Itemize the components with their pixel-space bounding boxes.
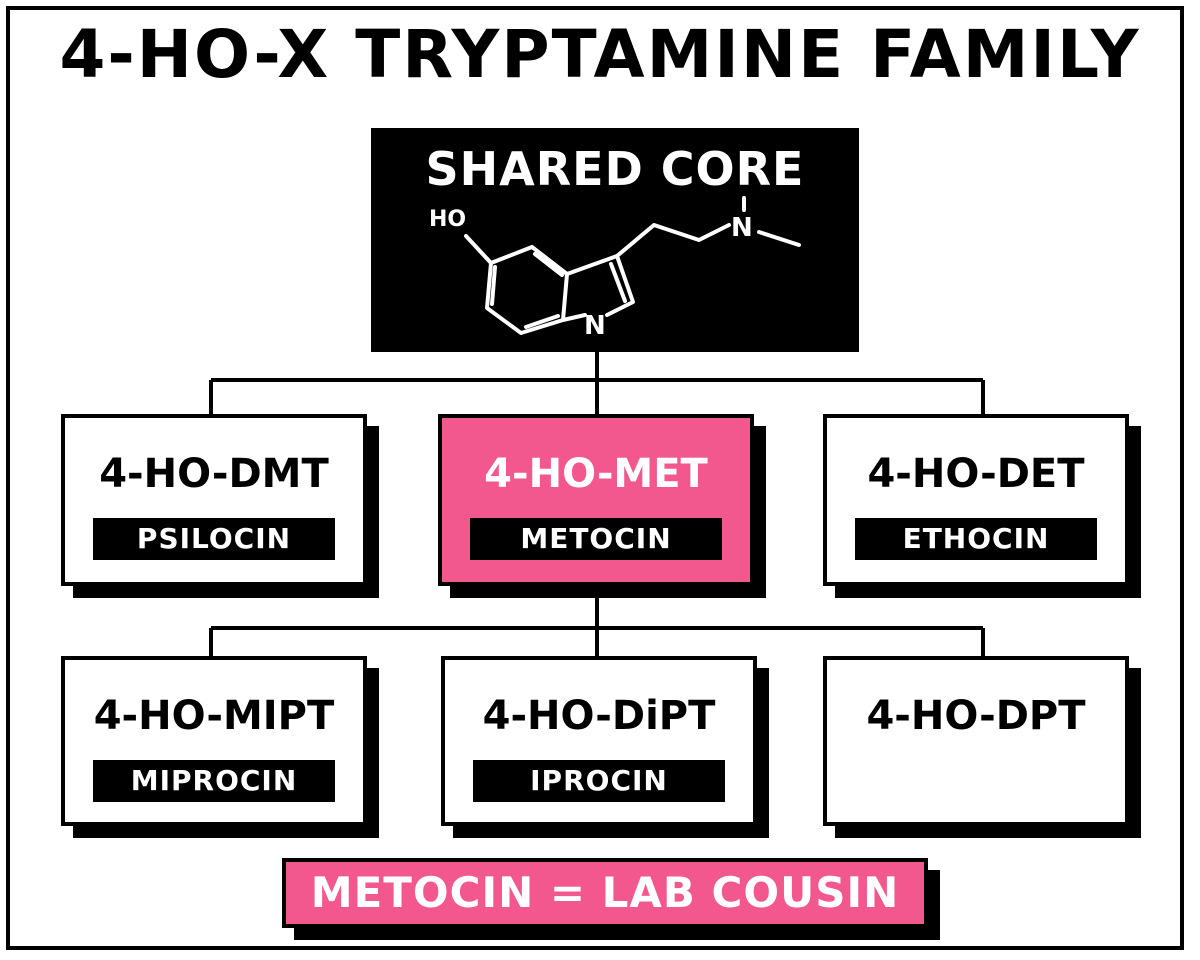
compound-name: 4-HO-DiPT [482, 693, 716, 739]
benzene-double-bond-2 [524, 314, 560, 329]
compound-name: 4-HO-MIPT [93, 693, 335, 739]
amine-label: N [731, 213, 753, 243]
compound-name: 4-HO-DET [867, 451, 1085, 497]
card-4-ho-met: 4-HO-MET METOCIN [438, 414, 754, 586]
hydroxyl-bond [464, 234, 493, 265]
common-name-tag: ETHOCIN [855, 518, 1097, 560]
footer-banner: METOCIN = LAB COUSIN [282, 858, 928, 928]
common-name-tag: METOCIN [470, 518, 722, 560]
card-4-ho-dipt: 4-HO-DiPT IPROCIN [441, 656, 757, 826]
common-name-tag: MIPROCIN [93, 760, 335, 802]
common-name-tag: IPROCIN [473, 760, 725, 802]
pyrrole-double-bond [609, 262, 627, 303]
pyrrole-ring [565, 254, 635, 317]
compound-name: 4-HO-DMT [99, 451, 329, 497]
methyl-bond-right [757, 230, 801, 247]
compound-name: 4-HO-MET [484, 451, 708, 497]
hydroxyl-label: HO [429, 207, 466, 232]
common-name-tag: PSILOCIN [93, 518, 335, 560]
card-4-ho-mipt: 4-HO-MIPT MIPROCIN [61, 656, 367, 826]
card-4-ho-dpt: 4-HO-DPT [823, 656, 1129, 826]
benzene-double-bond-3 [533, 252, 564, 277]
compound-name: 4-HO-DPT [866, 693, 1086, 739]
shared-core-label: SHARED CORE [425, 142, 805, 196]
ethylamine-chain [615, 223, 731, 258]
benzene-double-bond-1 [490, 265, 497, 306]
card-4-ho-dmt: 4-HO-DMT PSILOCIN [61, 414, 367, 586]
shared-core-box: SHARED CORE HO N N [371, 128, 859, 352]
benzene-ring [485, 245, 569, 335]
pyrrole-bond [561, 313, 587, 322]
indole-nitrogen-label: N [584, 311, 606, 341]
card-4-ho-det: 4-HO-DET ETHOCIN [823, 414, 1129, 586]
diagram-title: 4-HO-X TRYPTAMINE FAMILY [59, 16, 1141, 93]
tryptamine-structure: HO N N [429, 196, 801, 341]
